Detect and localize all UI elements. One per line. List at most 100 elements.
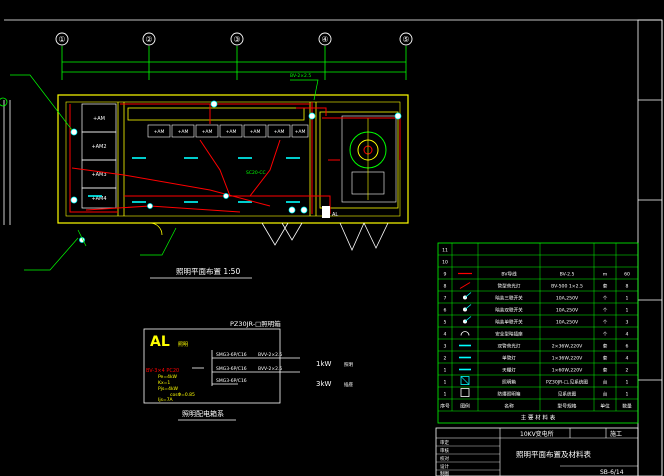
- table-cell: 1: [444, 392, 447, 398]
- axis-bubble-1: [55, 32, 69, 46]
- table-cell: 暗装三联开关: [495, 295, 523, 302]
- sign-row-4: 设计: [440, 463, 449, 470]
- table-cell: 10: [442, 260, 448, 266]
- table-cell: 防爆照明箱: [498, 391, 521, 398]
- axis-bubbles: [55, 32, 413, 46]
- table-cell: 2: [444, 356, 447, 362]
- panel-mark-3: +AM: [202, 129, 213, 135]
- panel-mark-2: +AM: [178, 129, 189, 135]
- table-cell: 1: [626, 308, 629, 314]
- table-cell: 4: [626, 332, 629, 338]
- table-cell: 个: [603, 308, 608, 314]
- legend-socket-icon: [460, 331, 470, 336]
- panel-box-al: [322, 206, 330, 218]
- table-cell: 个: [603, 296, 608, 302]
- wiring: [69, 102, 401, 214]
- table-cell: PZ30JR-□,见系统图: [546, 379, 588, 386]
- legend-blank-icon: [460, 388, 470, 397]
- circuit-2-cable: BVV-2×2.5: [258, 366, 282, 372]
- calc-note-4: cosΦ=0.85: [170, 392, 195, 398]
- title-block: 10KV变电所 施工 照明平面布置及材料表 SB-6/14 审定 审核 校对 设…: [435, 427, 639, 476]
- switch-symbols: [70, 100, 402, 243]
- table-cell: 9: [444, 272, 447, 278]
- table-cell: 2×36W,220V: [552, 344, 583, 350]
- table-cell: 1: [444, 380, 447, 386]
- legend-box-icon: [460, 376, 470, 385]
- table-cell: 1: [626, 380, 629, 386]
- lamp-fixtures: [88, 157, 300, 203]
- calc-note-3: Pjs=4kW: [158, 386, 179, 392]
- legend-switch-lever: [464, 304, 472, 310]
- table-cell: 4: [444, 332, 447, 338]
- table-cell: 安全型暗插座: [495, 331, 523, 338]
- legend-box-diagonal: [460, 376, 470, 385]
- load-1-name: 照明: [344, 362, 353, 368]
- table-cell: 10A,250V: [556, 320, 579, 326]
- leader-lines: [10, 74, 319, 271]
- room-mark-2: +AM2: [91, 144, 106, 150]
- table-cell: 套: [603, 283, 608, 290]
- calc-note-5: Ijs=7A: [158, 397, 174, 403]
- axis-label-1: ①: [58, 35, 65, 44]
- table-header: 数量: [622, 403, 632, 410]
- table-cell: 暗装单联开关: [495, 319, 523, 326]
- plan-note-mid: SC20-CC: [246, 170, 266, 176]
- table-cell: 4: [626, 356, 629, 362]
- legend-switch-lever: [464, 292, 472, 298]
- distribution-small-label: 照明: [178, 342, 188, 348]
- panel-mark-6: +AM: [274, 129, 285, 135]
- panel-mark-4: +AM: [226, 129, 237, 135]
- axis-bubble-3: [230, 32, 244, 46]
- distribution-schematic: PZ30JR-□照明箱 AL 照明 BV-3×4 PC20 SMG3-6P/C1…: [143, 319, 353, 421]
- room-mark-3: +AM3: [91, 172, 106, 178]
- table-cell: 2: [626, 368, 629, 374]
- project-stage: 施工: [610, 430, 622, 438]
- panel-mark-1: +AM: [154, 129, 165, 135]
- calc-note-1: Pe=4kW: [158, 374, 178, 380]
- table-cell: 6: [626, 344, 629, 350]
- axis-dimension-lines: [61, 46, 407, 80]
- table-border: [437, 242, 639, 424]
- panel-row: +AM +AM +AM +AM +AM +AM +AM: [147, 124, 309, 138]
- table-cell: 台: [603, 391, 608, 398]
- table-header: 图例: [460, 403, 470, 410]
- legend-arrow-symbol: [459, 282, 471, 289]
- circuit-1-cable: BVV-2×2.5: [258, 352, 282, 358]
- incoming-cable: BV-3×4 PC20: [146, 368, 179, 374]
- table-cell: 3: [626, 320, 629, 326]
- sign-row-3: 校对: [440, 455, 449, 462]
- table-cell: 双管荧光灯: [498, 343, 521, 350]
- panel-tag: AL: [332, 212, 338, 218]
- axis-grid: ① ② ③ ④ ⑤: [55, 32, 413, 80]
- axis-bubble-4: [318, 32, 332, 46]
- table-cell: 1×36W,220V: [552, 356, 583, 362]
- table-cell: 台: [603, 379, 608, 386]
- distribution-big-label: AL: [150, 334, 170, 350]
- axis-label-4: ④: [321, 35, 328, 44]
- table-header: 序号: [440, 403, 450, 410]
- table-cell: 单管灯: [502, 355, 516, 362]
- distribution-caption: 照明配电箱系: [182, 409, 224, 418]
- table-cell: 暗装双联开关: [495, 307, 523, 314]
- table-cell: m: [603, 273, 608, 278]
- table-cell: BV导线: [501, 271, 517, 278]
- sign-row-2: 审核: [440, 447, 449, 454]
- panel-mark-5: +AM: [250, 129, 261, 135]
- sign-row-1: 审定: [440, 439, 449, 446]
- drawing-title: 照明平面布置及材料表: [516, 449, 591, 459]
- table-cell: 1: [626, 296, 629, 302]
- table-cell: 个: [603, 320, 608, 326]
- table-cell: 套: [603, 355, 608, 362]
- table-header: 单位: [600, 403, 610, 410]
- outer-wall: [57, 94, 409, 224]
- distribution-header: PZ30JR-□照明箱: [230, 319, 281, 328]
- table-cell: 3: [444, 344, 447, 350]
- door-swings: [149, 222, 389, 251]
- table-cell: 1: [626, 392, 629, 398]
- axis-label-2: ②: [145, 35, 152, 44]
- load-1-power: 1kW: [316, 360, 332, 368]
- table-cell: 7: [444, 296, 447, 302]
- table-cell: 照明箱: [502, 379, 516, 386]
